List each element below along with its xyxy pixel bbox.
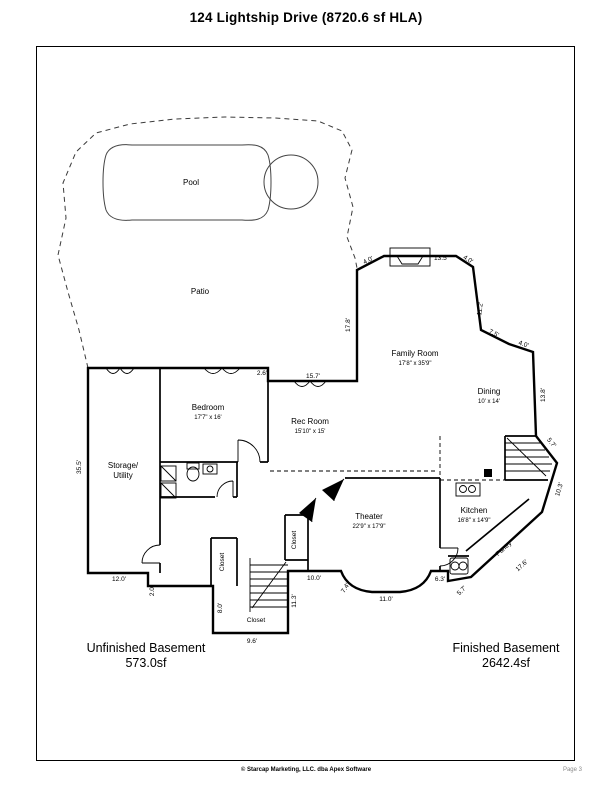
sink-icon <box>202 463 218 475</box>
storage-label-line2: Utility <box>113 471 133 480</box>
dimension-labels: 35.5' 12.0' 2.0' 8.0' 9.6' 11.3' 10.0' 7… <box>76 254 565 645</box>
mechanical-unit-icon <box>160 465 177 482</box>
dim-rec-top: 15.7' <box>306 373 320 380</box>
finished-basement-sqft: 2642.4sf <box>482 656 530 670</box>
dim-four: 4.0' <box>462 254 474 265</box>
page-title: 124 Lightship Drive (8720.6 sf HLA) <box>189 10 423 25</box>
dim-four: 4.0' <box>517 340 529 350</box>
bar-sink-icon <box>449 557 469 575</box>
dim-fireplace: 13.5' <box>434 255 448 262</box>
dashed-openings <box>270 436 505 481</box>
area-labels: Unfinished Basement 573.0sf Finished Bas… <box>87 641 560 670</box>
dim-kitchen-bottom: 6.3' <box>435 576 445 583</box>
page-border <box>36 46 575 761</box>
dim-rec-jog: 2.6' <box>257 370 267 377</box>
dim-seven-five: 7.5' <box>488 328 500 339</box>
dim-closet-side: 8.0' <box>217 603 224 613</box>
fireplace-icon <box>389 247 431 267</box>
dim-family-left: 17.8' <box>345 318 352 332</box>
pool-shape <box>102 144 319 221</box>
footer-page-number: Page 3 <box>562 767 582 773</box>
stairs-upper <box>505 437 552 477</box>
post-icon <box>484 469 492 477</box>
mechanical-unit-icon <box>160 482 177 499</box>
kitchen-label: Kitchen <box>461 506 488 515</box>
dim-bay: 5.7' <box>456 585 468 597</box>
dim-closet-bottom: 9.6' <box>247 638 257 645</box>
pool-label: Pool <box>183 178 199 187</box>
dining-label: Dining <box>478 387 501 396</box>
storage-label-line1: Storage/ <box>108 461 139 470</box>
family-room-label: Family Room <box>391 349 438 358</box>
unfinished-basement-label: Unfinished Basement <box>87 641 206 655</box>
dim-family-right: 11.2' <box>476 302 485 316</box>
dim-storage-bottom: 12.0' <box>112 576 126 583</box>
dim-hall: 10.0' <box>307 575 321 582</box>
dim-dining-right: 13.8' <box>540 388 547 402</box>
dim-pantry: 17.6' <box>514 559 529 574</box>
room-labels: Pool Patio Family Room 17'8" x 35'9" Din… <box>108 178 514 624</box>
dim-stair-diag: 10.3' <box>554 482 565 497</box>
closet-label: Closet <box>247 617 266 624</box>
rec-room-label: Rec Room <box>291 417 329 426</box>
bedroom-label: Bedroom <box>192 403 225 412</box>
door-swings <box>141 439 459 567</box>
toilet-icon <box>186 466 200 482</box>
finished-basement-label: Finished Basement <box>452 641 560 655</box>
exterior-walls <box>86 254 559 635</box>
kitchen-dims: 16'8" x 14'9" <box>458 518 491 524</box>
pantry-label: Pantry <box>495 540 514 558</box>
stairs-lower <box>249 558 288 612</box>
patio-label: Patio <box>191 287 210 296</box>
dim-corner: 5.7' <box>545 437 557 449</box>
dim-jog: 2.0' <box>149 586 156 596</box>
dim-left-wall: 35.5' <box>76 460 83 474</box>
theater-door-leaf <box>322 479 344 501</box>
dim-stair-side: 11.3' <box>291 594 298 607</box>
interior-walls <box>159 368 548 586</box>
kitchen-sink-icon <box>455 482 481 497</box>
closet-label: Closet <box>291 531 298 550</box>
fixtures <box>160 462 492 575</box>
dining-dims: 10' x 14' <box>478 399 500 405</box>
rec-room-dims: 15'10" x 15' <box>295 429 326 435</box>
family-room-dims: 17'8" x 35'9" <box>399 361 432 367</box>
theater-door-leaf <box>299 498 316 522</box>
closet-label: Closet <box>219 553 226 572</box>
dim-four: 4.0' <box>362 255 374 266</box>
unfinished-basement-sqft: 573.0sf <box>125 656 167 670</box>
dim-theater-bottom: 11.0' <box>379 596 392 603</box>
dim-theater-left: 7.4' <box>340 582 351 594</box>
window-symbols <box>105 367 327 387</box>
patio-outline <box>57 116 358 369</box>
footer-copyright: © Starcap Marketing, LLC. dba Apex Softw… <box>240 767 372 773</box>
theater-dims: 22'9" x 17'9" <box>353 524 386 530</box>
theater-label: Theater <box>355 512 383 521</box>
bedroom-dims: 17'7" x 16' <box>194 415 221 421</box>
